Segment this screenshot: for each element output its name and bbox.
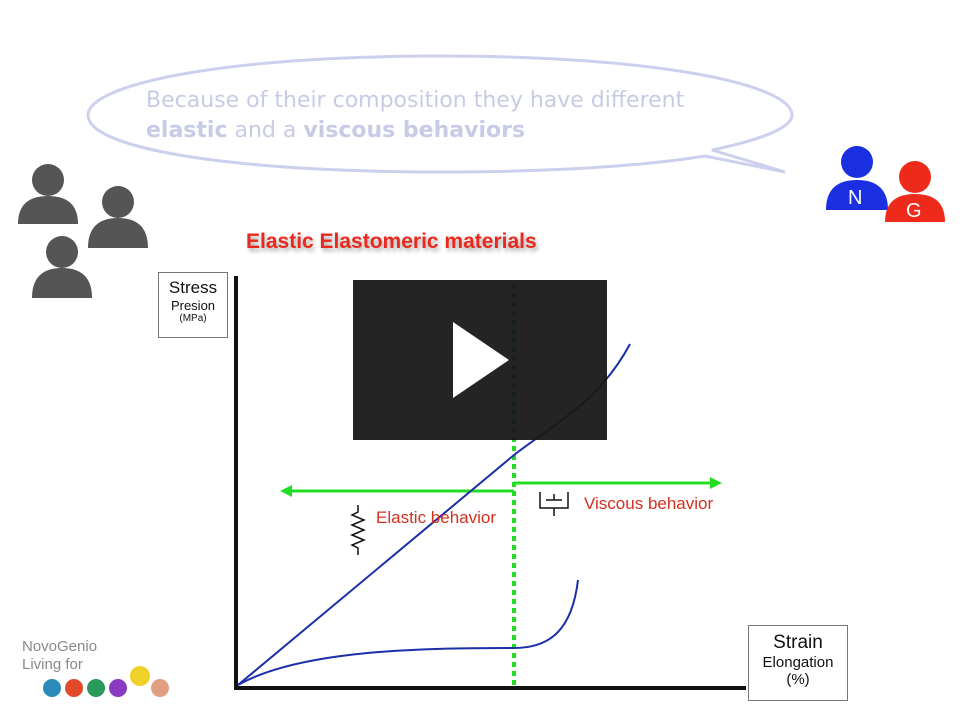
speech-bubble-text: Because of their composition they have d… [146, 86, 684, 146]
bubble-line-1: Because of their composition they have d… [146, 88, 685, 113]
x-axis-sub: Elongation [762, 654, 834, 671]
x-axis-unit: (%) [786, 671, 810, 688]
y-axis-label-box: Stress Presion (MPa) [158, 272, 228, 338]
user-n-icon [826, 146, 888, 210]
x-axis-label-box: Strain Elongation (%) [748, 625, 848, 701]
logo-text: NovoGenio Living for [22, 638, 97, 674]
chart-title: Elastic Elastomeric materials [246, 230, 537, 253]
stress-strain-curve-2 [237, 579, 579, 686]
elastic-behavior-label: Elastic behavior [376, 508, 497, 527]
bubble-mid: and a [227, 118, 304, 143]
y-axis-unit: (MPa) [179, 313, 207, 324]
speech-bubble [86, 54, 794, 174]
logo-line-2: Living for [22, 656, 83, 673]
y-axis-label: Stress [168, 278, 218, 297]
x-axis-label: Strain [773, 632, 823, 653]
bubble-line-2: elastic and a viscous behaviors [146, 116, 684, 146]
play-icon [453, 322, 509, 398]
video-play-button[interactable] [353, 280, 607, 440]
dashpot-icon [539, 492, 569, 516]
logo-line-1: NovoGenio [22, 638, 98, 655]
bubble-bold-elastic: elastic [146, 118, 228, 143]
spring-icon [350, 505, 366, 555]
y-axis-sub: Presion [170, 298, 216, 313]
user-g-icon [885, 161, 945, 222]
people-icon [18, 164, 148, 298]
bubble-bold-viscous: viscous behaviors [303, 118, 526, 143]
logo-image [43, 666, 169, 697]
avatar-n-label: N [848, 187, 863, 209]
viscous-behavior-label: Viscous behavior [584, 494, 714, 513]
avatar-g-label: G [906, 200, 922, 222]
